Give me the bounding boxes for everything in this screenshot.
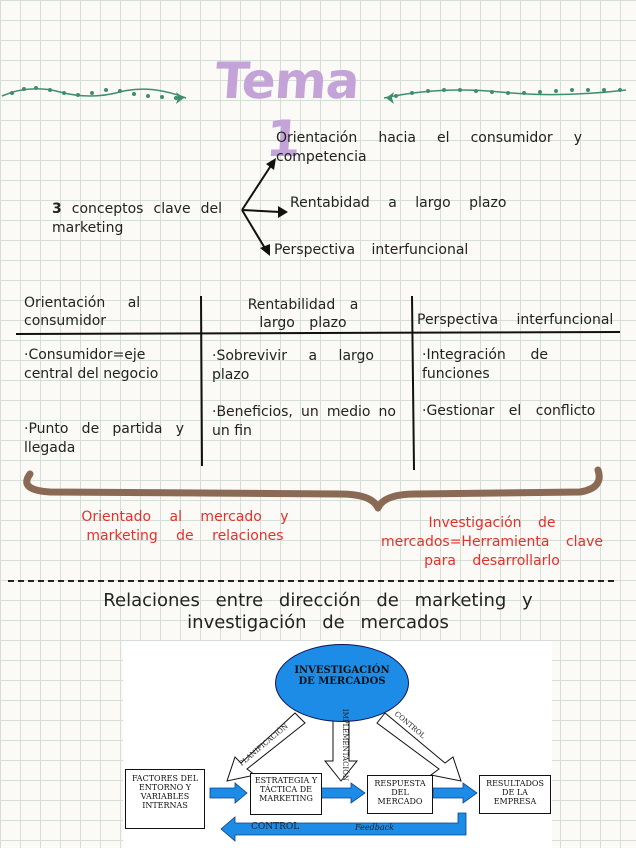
curly-brace: [23, 466, 603, 512]
note-orientado: Orientado al mercado y marketing de rela…: [81, 509, 289, 544]
table-lines: [15, 295, 621, 471]
note-investigacion: Investigación de mercados=Herramienta cl…: [380, 515, 604, 569]
header-rentabilidad: Rentabilidad a largo plazo: [247, 297, 359, 331]
concepts-number: 3: [52, 201, 62, 217]
cell-consumidor: ·Consumidor=eje central del negocio: [24, 347, 159, 382]
diagram-arrows: [209, 712, 478, 842]
cell-punto: ·Punto de partida y llegada: [24, 421, 184, 456]
concepts-arrows: [241, 158, 288, 256]
header-perspectiva: Perspectiva interfuncional: [417, 312, 614, 328]
branch-orientacion: Orientación hacia el consumidor y compet…: [276, 130, 582, 165]
label-feedback: Feedback: [355, 823, 394, 832]
diagram-image: INVESTIGACIÓN DE MERCADOS FACTORES DEL E…: [123, 641, 552, 848]
garland-right-decoration: [383, 88, 627, 104]
oval-label: INVESTIGACIÓN DE MERCADOS: [294, 665, 390, 687]
branch-rentabilidad: Rentabidad a largo plazo: [290, 195, 507, 211]
garland-left-decoration: [1, 86, 187, 104]
concepts-label: 3 conceptos clave del marketing: [52, 200, 222, 238]
box-factores: FACTORES DEL ENTORNO Y VARIABLES INTERNA…: [125, 769, 205, 829]
label-control-bottom: CONTROL: [251, 822, 300, 832]
cell-sobrevivir: ·Sobrevivir a largo plazo: [212, 348, 374, 383]
label-implementacion: IMPLEMENTACIÓN: [341, 708, 350, 782]
relations-title: Relaciones entre dirección de marketing …: [103, 590, 533, 633]
diagram-oval-investigacion: INVESTIGACIÓN DE MERCADOS: [275, 644, 409, 722]
box-estrategia: ESTRATEGIA Y TÁCTICA DE MARKETING: [250, 773, 322, 815]
box-resultados: RESULTADOS DE LA EMPRESA: [479, 775, 551, 814]
concepts-text: conceptos clave del marketing: [52, 201, 222, 236]
branch-perspectiva: Perspectiva interfuncional: [274, 242, 469, 258]
box-respuesta: RESPUESTA DEL MERCADO: [367, 775, 433, 814]
cell-beneficios: ·Beneficios, un medio no un fin: [212, 404, 396, 439]
cell-integracion: ·Integración de funciones: [422, 347, 548, 382]
dashed-divider: [8, 580, 614, 582]
cell-gestionar: ·Gestionar el conflicto: [422, 403, 596, 419]
header-orientacion: Orientación al consumidor: [24, 295, 141, 329]
